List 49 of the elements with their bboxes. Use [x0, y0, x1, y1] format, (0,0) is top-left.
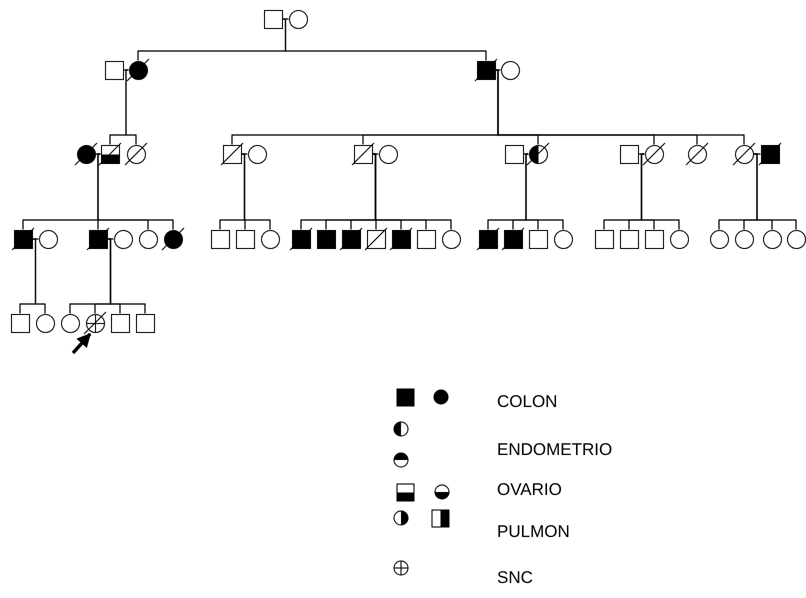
descent-line [525, 153, 564, 230]
male-symbol [594, 230, 614, 248]
legend-label: PULMON [497, 522, 570, 542]
female-symbol [114, 230, 132, 248]
female-symbol [500, 60, 520, 80]
female-symbol [260, 230, 280, 248]
descent-line [242, 153, 271, 230]
male-symbol [316, 230, 336, 248]
female-symbol [138, 230, 158, 248]
female-symbol [378, 144, 398, 164]
descent-line [108, 238, 146, 314]
male-symbol [620, 144, 638, 164]
male-symbol [528, 230, 548, 248]
female-symbol [38, 230, 58, 248]
descent-line [754, 153, 797, 230]
male-symbol [416, 230, 436, 248]
male-symbol [10, 314, 30, 332]
legend-label: COLON [497, 392, 558, 412]
legend-label: ENDOMETRIO [497, 440, 612, 460]
descent-line [640, 153, 680, 230]
male-symbol [236, 230, 254, 248]
female-symbol [734, 230, 754, 248]
male-symbol [110, 314, 130, 332]
male-symbol [504, 144, 524, 164]
proband-arrow [72, 332, 92, 354]
female-symbol [670, 230, 688, 248]
female-symbol [762, 230, 782, 248]
female-symbol [786, 230, 806, 248]
male-symbol [210, 230, 230, 248]
female-symbol [710, 230, 728, 248]
legend-label: SNC [497, 568, 533, 588]
male-symbol [104, 60, 124, 80]
male-symbol [620, 230, 638, 248]
legend-label: OVARIO [497, 480, 562, 500]
descent-line [495, 69, 745, 144]
male-symbol [136, 314, 154, 332]
descent-line [372, 153, 452, 230]
male-symbol [264, 10, 282, 28]
female-symbol [60, 314, 80, 332]
descent-line [97, 153, 174, 230]
female-symbol [288, 10, 308, 28]
female-symbol [36, 314, 54, 332]
female-symbol [248, 144, 266, 164]
female-symbol [442, 230, 460, 248]
descent-line [125, 69, 137, 144]
descent-line [32, 238, 46, 314]
male-symbol [644, 230, 664, 248]
female-symbol [554, 230, 572, 248]
descent-line [282, 18, 487, 60]
